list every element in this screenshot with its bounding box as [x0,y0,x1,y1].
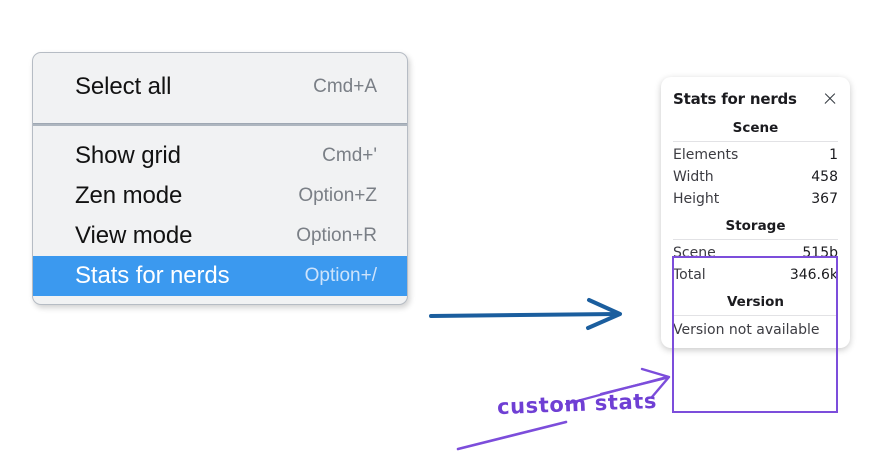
close-icon[interactable] [822,91,838,107]
purple-underline-stroke [456,420,568,451]
menu-item-label: Stats for nerds [75,262,230,289]
stats-row-width: Width 458 [671,166,840,188]
stats-panel-title: Stats for nerds [673,90,797,108]
group-title-storage: Storage [725,218,786,234]
menu-item-zen-mode[interactable]: Zen mode Option+Z [33,176,407,216]
menu-item-view-mode[interactable]: View mode Option+R [33,216,407,256]
stats-row-key: Width [673,169,714,185]
menu-item-shortcut: Option+Z [298,185,377,206]
stats-row-height: Height 367 [671,188,840,210]
group-rule [673,239,838,240]
group-title-version: Version [726,294,785,310]
group-rule [673,315,838,316]
menu-divider [33,123,407,126]
stats-panel-body: Scene Elements 1 Width 458 Height 367 St… [661,112,850,340]
stats-row-value: 346.6k [789,267,838,283]
group-rule [673,141,838,142]
menu-item-shortcut: Cmd+' [322,145,377,166]
menu-item-label: Zen mode [75,182,183,209]
stats-row-key: Height [673,191,720,207]
stats-panel-header: Stats for nerds [661,87,850,112]
group-title-scene: Scene [732,120,779,136]
stats-row-value: 1 [829,147,838,163]
menu-item-stats-for-nerds[interactable]: Stats for nerds Option+/ [33,256,407,296]
menu-item-label: View mode [75,222,193,249]
stats-row-storage-total: Total 346.6k [671,264,840,286]
stats-row-value: 515b [802,245,838,261]
menu-item-show-grid[interactable]: Show grid Cmd+' [33,136,407,176]
version-not-available-text: Version not available [673,322,820,338]
stats-row-value: 458 [811,169,838,185]
menu-section-1: Select all Cmd+A [33,53,407,123]
stats-row-storage-scene: Scene 515b [671,242,840,264]
blue-arrow-icon [429,298,622,330]
stats-row-value: 367 [811,191,838,207]
menu-item-label: Show grid [75,142,181,169]
stats-row-elements: Elements 1 [671,144,840,166]
context-menu[interactable]: Select all Cmd+A Show grid Cmd+' Zen mod… [32,52,408,305]
menu-item-shortcut: Cmd+A [313,76,377,97]
menu-section-2: Show grid Cmd+' Zen mode Option+Z View m… [33,126,407,304]
menu-item-shortcut: Option+R [296,225,377,246]
stats-row-key: Scene [673,245,716,261]
custom-stats-annotation-label: custom stats [496,388,658,420]
menu-item-select-all[interactable]: Select all Cmd+A [33,67,407,107]
menu-item-label: Select all [75,73,172,100]
stats-panel: Stats for nerds Scene Elements 1 Width 4… [661,77,850,348]
stats-row-key: Elements [673,147,739,163]
stats-row-key: Total [673,267,706,283]
menu-item-shortcut: Option+/ [304,265,377,286]
